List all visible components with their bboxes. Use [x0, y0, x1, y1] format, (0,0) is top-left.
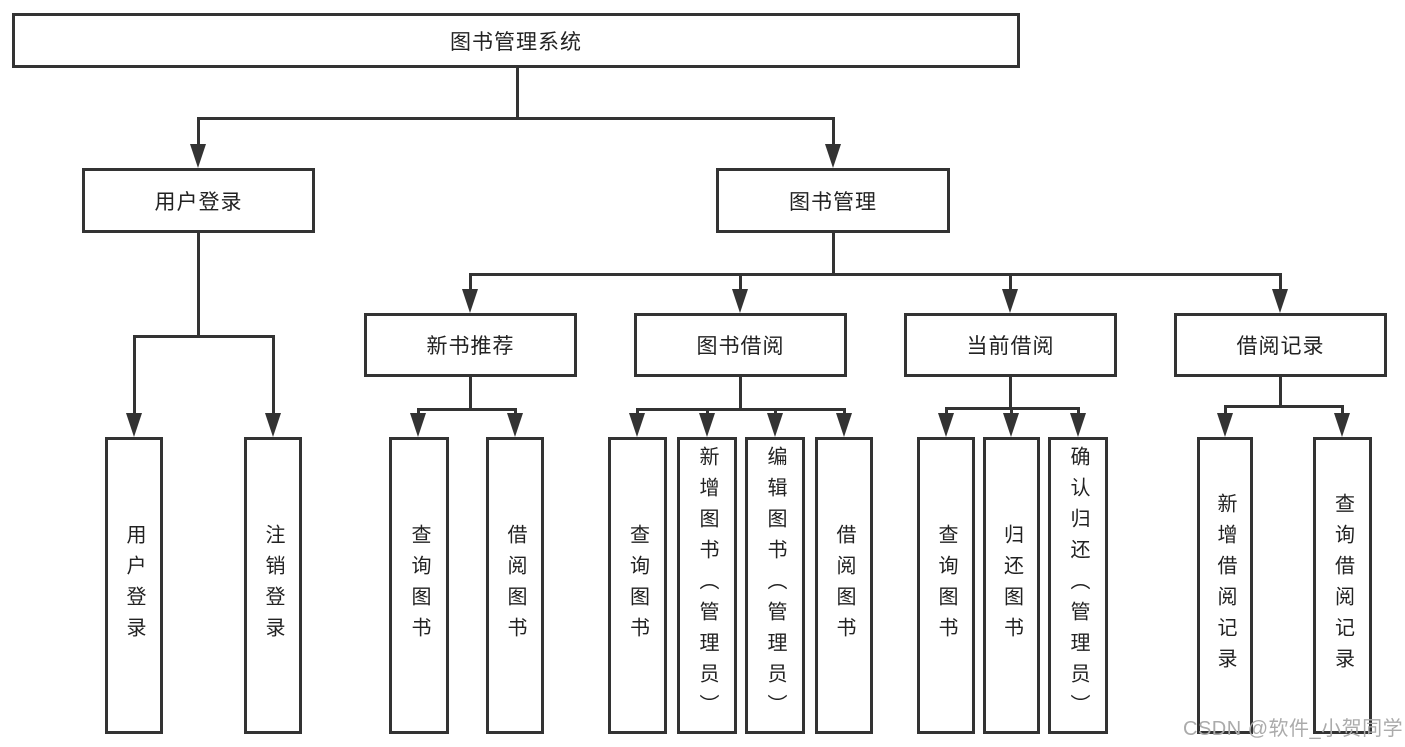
leaf-label: 查询图书 [935, 523, 957, 648]
leaf-label: 查询图书 [626, 523, 649, 648]
leaf-label: 确认归还（管理员） [1067, 446, 1089, 725]
connector-arrowhead [1003, 413, 1019, 437]
connector-arrowhead [629, 413, 645, 437]
leaf-add-borrow-record: 新增借阅记录 [1197, 437, 1253, 734]
leaf-edit-books-admin: 编辑图书（管理员） [745, 437, 805, 734]
connector-line [945, 407, 948, 414]
connector-line [832, 117, 835, 146]
connector-line [417, 408, 517, 411]
leaf-query-borrow-record: 查询借阅记录 [1313, 437, 1372, 734]
leaf-label: 归还图书 [1000, 523, 1023, 648]
leaf-label: 注销登录 [262, 523, 284, 648]
connector-line [197, 117, 200, 146]
connector-line [272, 335, 275, 413]
leaf-logout: 注销登录 [244, 437, 302, 734]
connector-arrowhead [938, 413, 954, 437]
connector-line [739, 273, 742, 289]
leaf-borrow-books-recommend: 借阅图书 [486, 437, 544, 734]
connector-arrowhead [507, 413, 523, 437]
node-user-login: 用户登录 [82, 168, 315, 233]
connector-line [1341, 405, 1344, 414]
connector-line [636, 408, 846, 411]
connector-line [832, 233, 835, 276]
leaf-label: 借阅图书 [504, 523, 526, 648]
leaf-label: 新增图书（管理员） [696, 446, 718, 725]
leaf-label: 查询图书 [408, 523, 430, 648]
connector-line [516, 68, 519, 119]
connector-line [1010, 407, 1013, 414]
connector-arrowhead [1217, 413, 1233, 437]
connector-line [469, 273, 472, 289]
node-current-borrowing: 当前借阅 [904, 313, 1117, 377]
leaf-label: 新增借阅记录 [1214, 492, 1236, 679]
node-new-book-recommendation: 新书推荐 [364, 313, 577, 377]
leaf-add-books-admin: 新增图书（管理员） [677, 437, 737, 734]
connector-arrowhead [1272, 289, 1288, 313]
connector-arrowhead [265, 413, 281, 437]
connector-line [1009, 377, 1012, 410]
connector-line [514, 408, 517, 414]
leaf-label: 编辑图书（管理员） [764, 446, 786, 725]
node-book-management: 图书管理 [716, 168, 950, 233]
connector-arrowhead [825, 144, 841, 168]
connector-line [774, 408, 777, 414]
connector-line [197, 117, 835, 120]
connector-line [417, 408, 420, 414]
leaf-return-books: 归还图书 [983, 437, 1040, 734]
leaf-confirm-return-admin: 确认归还（管理员） [1048, 437, 1108, 734]
connector-arrowhead [1070, 413, 1086, 437]
connector-arrowhead [1002, 289, 1018, 313]
leaf-query-books-current: 查询图书 [917, 437, 975, 734]
leaf-label: 借阅图书 [833, 523, 855, 648]
connector-line [1279, 377, 1282, 408]
leaf-query-books-recommend: 查询图书 [389, 437, 449, 734]
connector-line [706, 408, 709, 414]
connector-arrowhead [732, 289, 748, 313]
connector-line [1279, 273, 1282, 289]
connector-arrowhead [1334, 413, 1350, 437]
connector-arrowhead [410, 413, 426, 437]
connector-line [1224, 405, 1227, 414]
connector-line [843, 408, 846, 414]
connector-line [197, 233, 200, 338]
node-library-management-system: 图书管理系统 [12, 13, 1020, 68]
node-book-borrowing: 图书借阅 [634, 313, 847, 377]
connector-arrowhead [462, 289, 478, 313]
leaf-borrow-books: 借阅图书 [815, 437, 873, 734]
connector-line [133, 335, 136, 413]
leaf-user-login: 用户登录 [105, 437, 163, 734]
connector-line [636, 408, 639, 414]
connector-arrowhead [190, 144, 206, 168]
connector-line [1077, 407, 1080, 414]
watermark-text: CSDN @软件_小贺同学 [1183, 718, 1404, 740]
leaf-label: 用户登录 [123, 523, 145, 648]
connector-line [1009, 273, 1012, 289]
connector-arrowhead [836, 413, 852, 437]
connector-line [739, 377, 742, 411]
leaf-query-books-borrow: 查询图书 [608, 437, 667, 734]
connector-line [133, 335, 275, 338]
leaf-label: 查询借阅记录 [1331, 492, 1354, 679]
connector-arrowhead [767, 413, 783, 437]
connector-line [469, 377, 472, 411]
node-borrowing-records: 借阅记录 [1174, 313, 1387, 377]
connector-line [469, 273, 1282, 276]
connector-arrowhead [699, 413, 715, 437]
connector-line [1224, 405, 1344, 408]
connector-arrowhead [126, 413, 142, 437]
